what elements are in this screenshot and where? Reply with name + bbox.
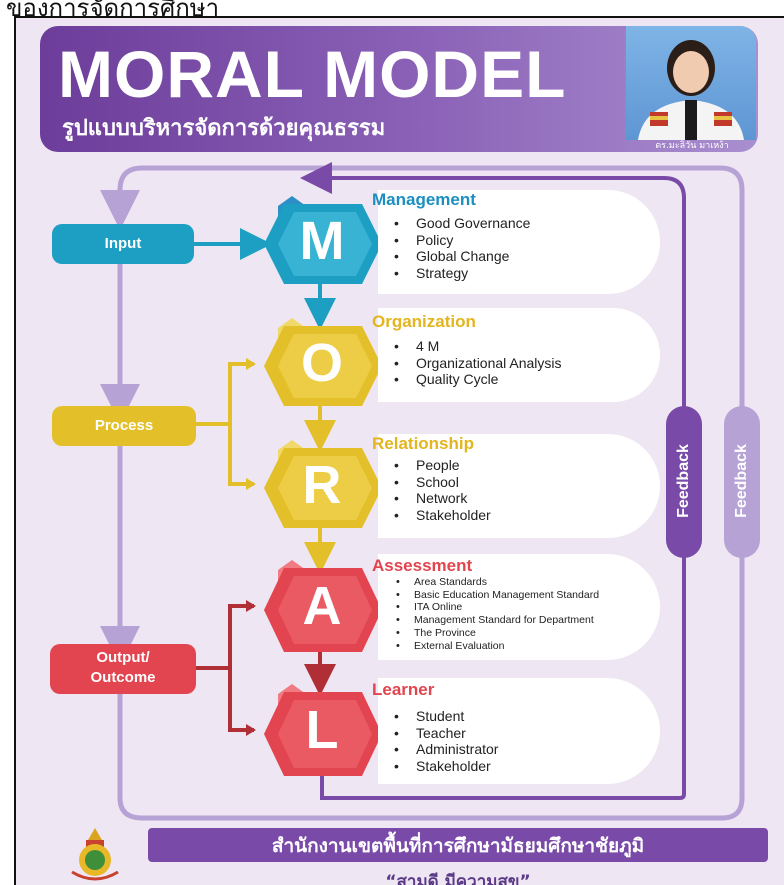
output-fork-arrow-top	[246, 600, 256, 612]
output-fork-arrow-bottom	[246, 724, 256, 736]
list-item: Student	[388, 708, 498, 725]
inner-feedback-top	[300, 162, 686, 408]
outer-loop-bottom	[117, 202, 745, 821]
title-learner: Learner	[372, 680, 435, 699]
top-cut-heading: ของการจัดการศึกษา	[0, 0, 784, 16]
list-item: Good Governance	[388, 215, 530, 232]
list-item: External Evaluation	[392, 640, 599, 653]
list-item: Management Standard for Department	[392, 614, 599, 627]
process-box: Process	[52, 406, 196, 446]
list-item: School	[388, 474, 491, 491]
hex-m	[264, 196, 382, 284]
hex-a	[264, 560, 382, 652]
list-item: Stakeholder	[388, 758, 498, 775]
list-organization: 4 M Organizational Analysis Quality Cycl…	[388, 338, 562, 388]
list-learner: Student Teacher Administrator Stakeholde…	[388, 708, 498, 774]
footer-office-name: สำนักงานเขตพื้นที่การศึกษามัธยมศึกษาชัยภ…	[271, 835, 645, 857]
title-banner: MORAL MODEL รูปแบบบริหารจัดการด้วยคุณธรร…	[40, 26, 758, 152]
page-subtitle: รูปแบบบริหารจัดการด้วยคุณธรรม	[62, 116, 386, 141]
list-item: The Province	[392, 627, 599, 640]
feedback-label-inner: Feedback	[675, 444, 692, 518]
title-management: Management	[372, 190, 476, 209]
outer-feedback-loop	[100, 165, 745, 538]
list-item: Strategy	[388, 265, 530, 282]
letter-l: L	[305, 700, 339, 760]
portrait-photo	[626, 26, 756, 140]
list-item: Stakeholder	[388, 507, 491, 524]
list-item: ITA Online	[392, 601, 599, 614]
hex-o	[264, 318, 382, 406]
feedback-label-outer: Feedback	[733, 444, 750, 518]
title-relationship: Relationship	[372, 434, 475, 453]
list-item: Teacher	[388, 725, 498, 742]
process-label: Process	[94, 417, 154, 434]
process-fork-arrow-top	[246, 358, 256, 370]
output-fork	[196, 604, 254, 732]
list-assessment: Area Standards Basic Education Managemen…	[392, 576, 599, 652]
title-organization: Organization	[372, 312, 476, 331]
list-item: People	[388, 457, 491, 474]
input-box: Input	[52, 224, 194, 264]
list-item: Network	[388, 490, 491, 507]
photo-caption: ดร.มะลิวัน มาเหง้า	[655, 141, 729, 151]
process-fork	[196, 362, 254, 486]
letter-m: M	[299, 211, 345, 271]
list-relationship: People School Network Stakeholder	[388, 457, 491, 523]
output-box: Output/ Outcome	[50, 644, 196, 694]
list-item: Quality Cycle	[388, 371, 562, 388]
letter-a: A	[302, 576, 342, 636]
input-label: Input	[104, 235, 142, 252]
output-label-line2: Outcome	[90, 669, 156, 686]
feedback-pill-inner	[666, 406, 702, 558]
footer-slogan: “สามดี มีความสุข”	[385, 872, 531, 885]
office-logo	[71, 828, 119, 881]
list-item: 4 M	[388, 338, 562, 355]
letter-o: O	[300, 333, 343, 393]
list-item: Organizational Analysis	[388, 355, 562, 372]
top-cut-heading-text: ของการจัดการศึกษา	[6, 0, 220, 16]
title-assessment: Assessment	[372, 556, 473, 575]
hex-l	[264, 684, 382, 776]
hex-r	[264, 440, 382, 528]
list-item: Administrator	[388, 741, 498, 758]
list-item: Policy	[388, 232, 530, 249]
inner-feedback-loop	[320, 556, 686, 800]
list-item: Global Change	[388, 248, 530, 265]
page-title: MORAL MODEL	[58, 37, 567, 111]
output-label-line1: Output/	[96, 649, 150, 666]
moral-flow-diagram	[100, 162, 745, 821]
list-item: Basic Education Management Standard	[392, 589, 599, 602]
process-fork-arrow-bottom	[246, 478, 256, 490]
list-item: Area Standards	[392, 576, 599, 589]
letter-r: R	[302, 455, 342, 515]
infographic-frame: MORAL MODEL รูปแบบบริหารจัดการด้วยคุณธรร…	[14, 16, 784, 885]
footer-bar	[148, 828, 768, 862]
list-management: Good Governance Policy Global Change Str…	[388, 215, 530, 281]
feedback-pill-outer	[724, 406, 760, 558]
